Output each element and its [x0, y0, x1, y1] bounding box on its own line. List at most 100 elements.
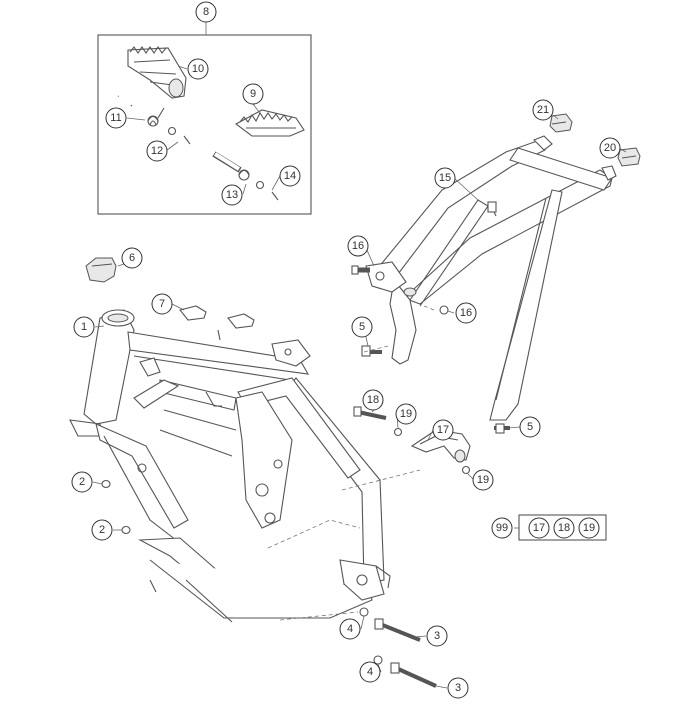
callout-number: 3 — [455, 682, 461, 694]
callout-c13: 13 — [221, 184, 243, 206]
callout-number: 20 — [604, 142, 616, 154]
callout-number: 1 — [81, 321, 87, 333]
footpeg-group — [97, 22, 312, 215]
callout-c8: 8 — [195, 1, 217, 23]
callout-c9: 9 — [242, 83, 264, 105]
peg-washer-lower — [255, 180, 265, 190]
callout-number: 15 — [439, 172, 451, 184]
callout-circle — [242, 83, 264, 105]
subframe-washer-upper — [439, 305, 449, 315]
group-box — [97, 34, 312, 215]
callout-c10: 10 — [187, 58, 209, 80]
callout-number: 17 — [437, 424, 449, 436]
callout-c5b: 5 — [519, 416, 541, 438]
callout-c20: 20 — [599, 137, 621, 159]
washer-4b — [373, 655, 383, 665]
cotter-pin-upper — [183, 135, 191, 145]
callout-number: 2 — [79, 476, 85, 488]
callout-c3a: 3 — [426, 625, 448, 647]
subframe — [365, 135, 617, 421]
callout-c6: 6 — [121, 247, 143, 269]
callout-circle — [434, 167, 456, 189]
callout-c2b: 2 — [91, 519, 113, 541]
callout-c19a: 19 — [395, 403, 417, 425]
end-cap-20 — [617, 147, 641, 167]
callout-circle — [73, 316, 95, 338]
kit-frame — [518, 514, 607, 541]
callout-circle — [151, 293, 173, 315]
callout-circle — [71, 471, 93, 493]
callout-c7: 7 — [151, 293, 173, 315]
guide-washer-19 — [393, 427, 403, 437]
subframe-bolt-upper — [351, 265, 370, 275]
guide-bolt-18 — [353, 406, 387, 420]
callout-c3b: 3 — [447, 677, 469, 699]
callout-number: 19 — [477, 474, 489, 486]
callout-number: 6 — [129, 252, 135, 264]
callout-c12: 12 — [146, 140, 168, 162]
kit-number-bubble — [491, 517, 513, 539]
callout-circle — [599, 137, 621, 159]
callout-circle — [91, 519, 113, 541]
kit-item-bubble — [578, 517, 600, 539]
callout-number: 5 — [527, 421, 533, 433]
callout-circle — [359, 661, 381, 683]
callout-number: 3 — [434, 630, 440, 642]
callout-circle — [187, 58, 209, 80]
kit-box: 99 17 18 19 — [491, 514, 607, 541]
callout-circle — [279, 165, 301, 187]
callout-number: 5 — [359, 321, 365, 333]
callout-circle — [519, 416, 541, 438]
washer-2a — [101, 479, 111, 489]
end-cap-21 — [549, 113, 573, 133]
callout-circle — [362, 389, 384, 411]
callout-number: 2 — [99, 524, 105, 536]
main-frame — [69, 309, 391, 623]
callout-c15: 15 — [434, 167, 456, 189]
footpeg-right — [234, 109, 305, 137]
callout-number: 12 — [151, 145, 163, 157]
callout-number: 10 — [192, 63, 204, 75]
callout-number: 18 — [367, 394, 379, 406]
callout-circle — [195, 1, 217, 23]
callout-number: 14 — [284, 170, 296, 182]
callout-circle — [472, 469, 494, 491]
callout-circle — [221, 184, 243, 206]
callout-number: 13 — [226, 189, 238, 201]
peg-washer-upper — [167, 126, 177, 136]
callout-c2a: 2 — [71, 471, 93, 493]
callout-circle — [395, 403, 417, 425]
peg-spring-lower — [238, 169, 250, 181]
kit-item-bubble — [553, 517, 575, 539]
callout-number: 8 — [203, 6, 209, 18]
callout-number: 7 — [159, 298, 165, 310]
callout-c1: 1 — [73, 316, 95, 338]
callout-circle — [146, 140, 168, 162]
guide-washer-19b — [461, 465, 471, 475]
callout-circle — [105, 107, 127, 129]
callout-c16a: 16 — [347, 235, 369, 257]
callout-number: 19 — [400, 408, 412, 420]
peg-pin-lower — [212, 151, 242, 173]
callout-number: 21 — [537, 104, 549, 116]
washer-4a — [359, 607, 369, 617]
callout-number: 4 — [367, 666, 373, 678]
callout-number: 11 — [110, 112, 121, 124]
engine-bolt-upper — [374, 618, 421, 642]
callout-circle — [455, 302, 477, 324]
callout-c5a: 5 — [351, 316, 373, 338]
kit-item-label: 18 — [558, 522, 570, 534]
callout-circle — [351, 316, 373, 338]
callout-circle — [447, 677, 469, 699]
callout-c18: 18 — [362, 389, 384, 411]
callout-c21: 21 — [532, 99, 554, 121]
callout-bubbles: 8109111213142120151616556711819171922434… — [71, 1, 621, 699]
callout-number: 9 — [250, 88, 256, 100]
peg-pin-upper — [117, 94, 133, 107]
rubber-block-7 — [179, 305, 255, 329]
callout-circle — [347, 235, 369, 257]
subframe-bolt-lower — [494, 423, 510, 434]
subframe-bolt-mid — [361, 345, 382, 357]
callout-c4a: 4 — [339, 618, 361, 640]
